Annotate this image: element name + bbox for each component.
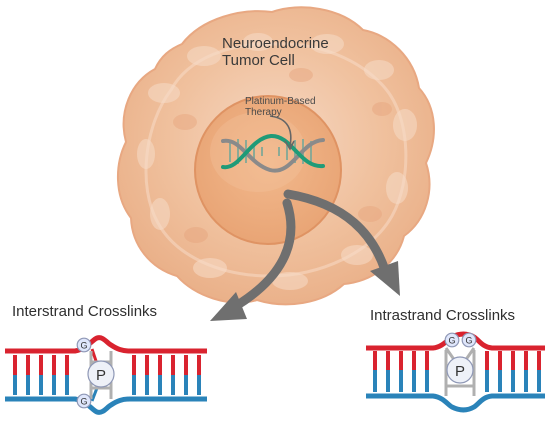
cell-texture-shadows [173, 68, 392, 243]
nucleus-highlight [210, 112, 306, 192]
helix-strand-front [221, 133, 325, 170]
guanine-circle-right-2 [461, 332, 477, 348]
interstrand-top-strand [5, 335, 207, 354]
guanine-top-label-left: G [80, 341, 87, 351]
therapy-pointer-arrowhead [284, 140, 295, 151]
arrow-to-interstrand-head [210, 292, 247, 321]
interstrand-base-pairs [13, 355, 201, 395]
arrow-to-interstrand [231, 198, 296, 311]
guanine-label-right-1: G [448, 336, 455, 346]
platinum-circle-left [87, 360, 115, 388]
guanine-bottom-circle-left [76, 393, 92, 409]
intrastrand-title: Intrastrand Crosslinks [370, 307, 516, 324]
intrastrand-top-strand [366, 331, 545, 351]
arrow-to-intrastrand [283, 189, 390, 275]
interstrand-title: Interstrand Crosslinks [12, 303, 158, 320]
helix-strand-back [221, 138, 325, 173]
intrastrand-bottom-strand [366, 393, 545, 413]
cell-title-line-2: Tumor Cell [222, 51, 295, 69]
arrow-to-intrastrand-head [370, 261, 400, 296]
guanine-label-right-2: G [465, 336, 472, 346]
interstrand-dna: G G P [5, 335, 207, 415]
arrows [210, 189, 400, 321]
dna-helix [221, 115, 325, 173]
guanine-circle-right-1 [444, 332, 460, 348]
therapy-label-line-2: Therapy [245, 107, 282, 118]
interstrand-bottom-strand [5, 396, 207, 415]
cell-texture-lobes [137, 33, 417, 290]
platinum-circle-right [446, 356, 474, 384]
therapy-label-line-1: Platinum-Based [245, 96, 316, 107]
intrastrand-base-pairs [373, 351, 541, 392]
platinum-label-left: P [96, 367, 106, 384]
guanine-top-circle-left [76, 337, 92, 353]
cell-title-line-1: Neuroendocrine [222, 35, 329, 52]
platinum-label-right: P [455, 363, 465, 380]
guanine-bottom-label-left: G [80, 397, 87, 407]
intrastrand-dna: G G P [366, 331, 545, 413]
interstrand-link-bottom [90, 387, 99, 402]
therapy-label: Platinum-Based Therapy [245, 96, 316, 118]
therapy-pointer-arrow [269, 115, 292, 147]
cell-title: Neuroendocrine Tumor Cell [222, 35, 329, 69]
